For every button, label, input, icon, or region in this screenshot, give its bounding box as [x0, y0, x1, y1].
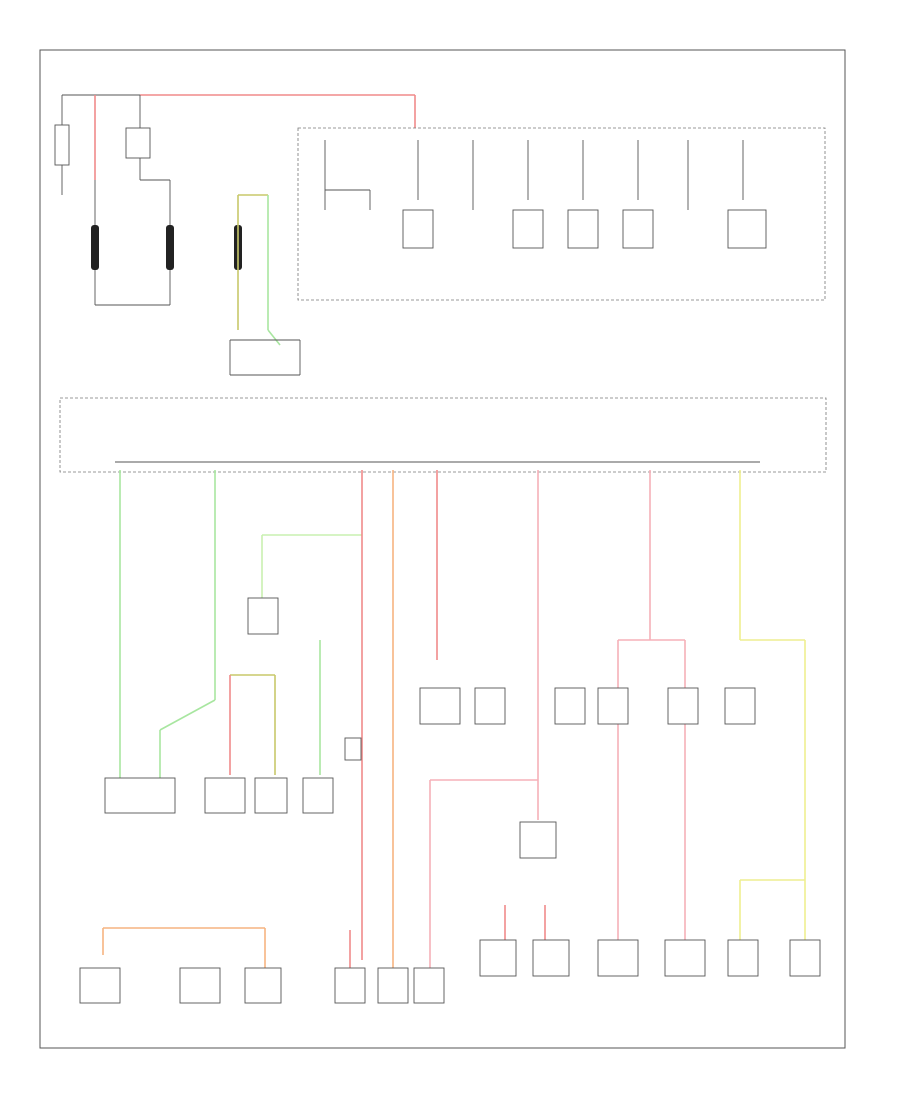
- component-box: [334, 967, 366, 1004]
- component-box: [554, 687, 586, 725]
- component-box: [204, 777, 246, 814]
- component-box: [597, 687, 629, 725]
- component-box: [79, 967, 121, 1004]
- component-box: [254, 777, 288, 814]
- top-fuses: [324, 140, 767, 249]
- component-box: [179, 967, 221, 1004]
- component-box: [479, 939, 517, 977]
- component-box: [344, 737, 362, 761]
- component-box: [664, 939, 706, 977]
- component-box: [789, 939, 821, 977]
- mega-fuse: [125, 127, 151, 159]
- component-box: [302, 777, 334, 814]
- diagram-frame: [39, 49, 846, 1049]
- fusible-link-1: [91, 225, 99, 270]
- component-box: [247, 597, 279, 635]
- fusible-link-2: [166, 225, 174, 270]
- component-box: [519, 821, 557, 859]
- component-box: [667, 687, 699, 725]
- components: [79, 597, 821, 1004]
- component-box: [419, 687, 461, 725]
- component-box: [532, 939, 570, 977]
- battery-section: [54, 94, 416, 376]
- component-box: [727, 939, 759, 977]
- component-box: [244, 967, 282, 1004]
- component-box: [474, 687, 506, 725]
- component-box: [724, 687, 756, 725]
- component-box: [104, 777, 176, 814]
- component-box: [413, 967, 445, 1004]
- component-box: [597, 939, 639, 977]
- component-box: [377, 967, 409, 1004]
- passenger-junction-box: [59, 397, 827, 473]
- battery-junction-box: [297, 127, 826, 301]
- battery-symbol: [54, 124, 70, 166]
